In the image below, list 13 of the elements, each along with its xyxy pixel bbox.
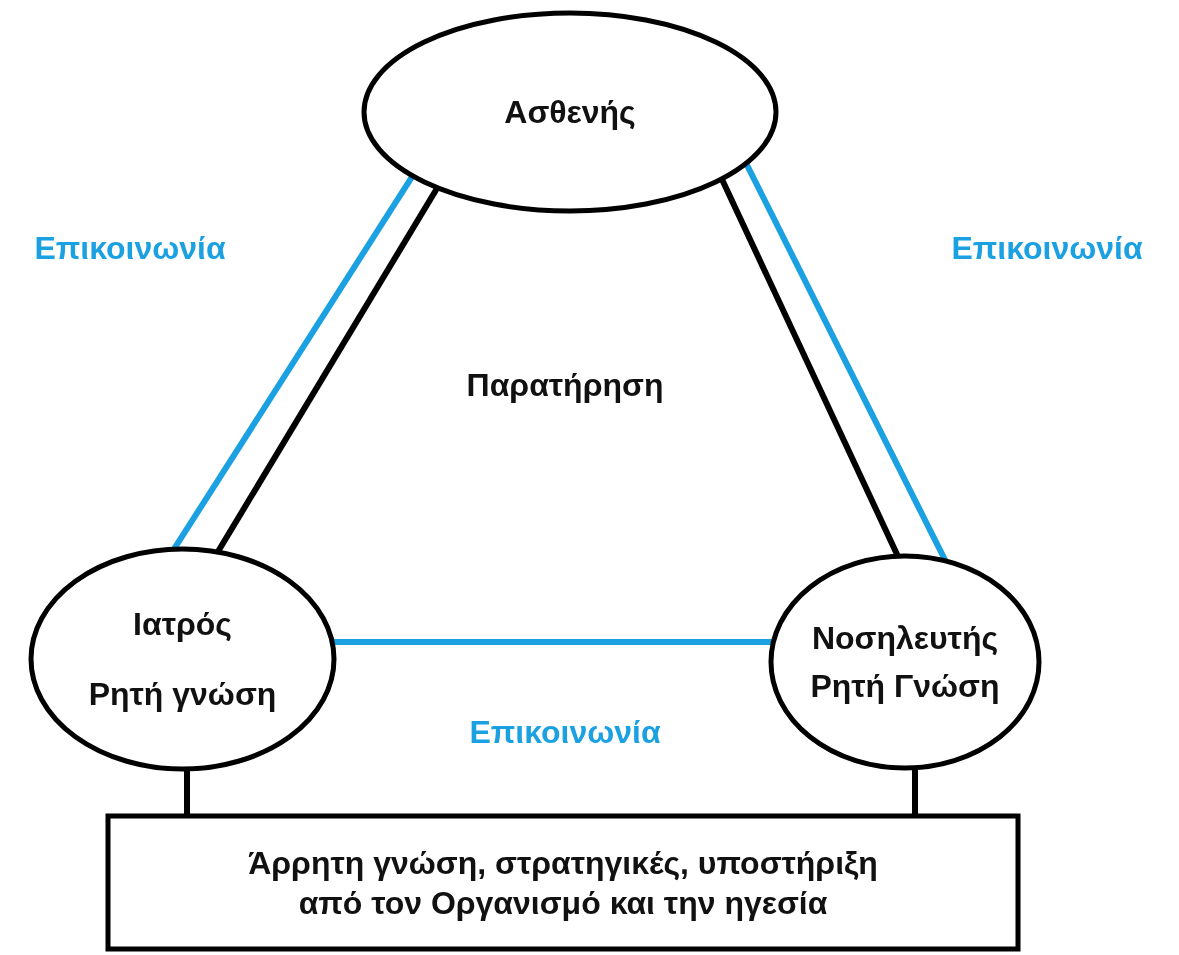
connector-line — [912, 767, 918, 816]
node-text: Ρητή γνώση — [88, 675, 277, 714]
node-text: Ρητή Γνώση — [810, 667, 1000, 706]
node-text: Άρρητη γνώση, στρατηγικές, υποστήριξη από τον Οργανισμό και την ηγεσία — [247, 843, 879, 923]
node-text: Ασθενής — [504, 93, 636, 132]
node-text: Νοσηλευτής — [811, 619, 999, 658]
connector-line — [184, 768, 190, 816]
edge-label: Επικοινωνία — [951, 229, 1143, 267]
edge-label: Επικοινωνία — [34, 229, 226, 267]
edge-label: Επικοινωνία — [469, 713, 661, 751]
diagram-label: Παρατήρηση — [466, 366, 664, 404]
communication-line — [332, 639, 774, 645]
node-text: Ιατρός — [133, 605, 232, 644]
